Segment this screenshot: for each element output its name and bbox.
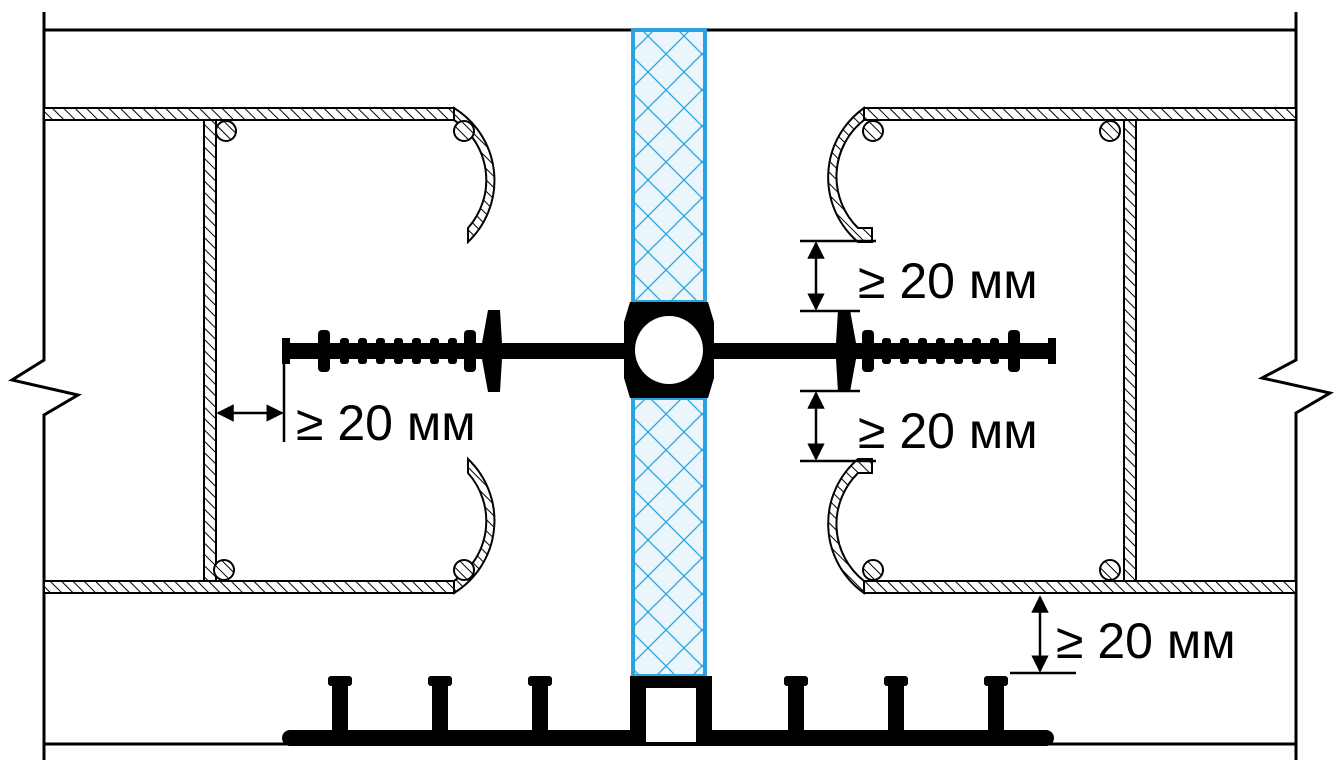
left-gap-label: ≥ 20 мм	[296, 395, 476, 451]
right-lower-gap-label: ≥ 20 мм	[858, 403, 1038, 459]
bottom-gap-label: ≥ 20 мм	[1056, 613, 1236, 669]
right-upper-gap-label: ≥ 20 мм	[858, 253, 1038, 309]
joint-filler-upper	[631, 28, 707, 304]
joint-filler-lower	[631, 396, 707, 678]
left-upper-hook	[453, 106, 496, 245]
right-reinforcement-cage	[827, 106, 1297, 595]
right-rebar-dot-1	[862, 120, 884, 142]
left-rebar-dot-4	[453, 559, 475, 581]
left-reinforcement-cage	[43, 106, 496, 595]
left-rebar-dot-1	[215, 120, 237, 142]
right-bottom-rebar	[863, 580, 1297, 594]
bottom-right-teeth	[784, 676, 1008, 732]
right-rebar-dot-4	[1099, 559, 1121, 581]
right-rebar-dot-2	[1099, 120, 1121, 142]
left-rib-row	[282, 330, 476, 372]
right-rib-row	[862, 330, 1056, 372]
right-rebar-dot-3	[862, 559, 884, 581]
bottom-left-teeth	[328, 676, 552, 732]
left-top-rebar	[43, 107, 455, 121]
left-rebar-dot-2	[453, 120, 475, 142]
bottom-waterstop	[282, 676, 1054, 746]
left-anchor-rib	[476, 310, 510, 392]
central-waterstop	[282, 302, 1056, 398]
left-rebar-dot-3	[213, 559, 235, 581]
joint-filler	[631, 28, 707, 678]
right-vertical-rebar	[1123, 119, 1137, 582]
right-top-rebar	[863, 107, 1297, 121]
left-vertical-rebar	[203, 119, 217, 582]
left-bottom-rebar	[43, 580, 455, 594]
dimension-lines	[216, 239, 1076, 675]
right-anchor-rib	[828, 310, 862, 392]
right-lower-hook	[827, 458, 873, 595]
left-lower-hook	[453, 456, 496, 595]
